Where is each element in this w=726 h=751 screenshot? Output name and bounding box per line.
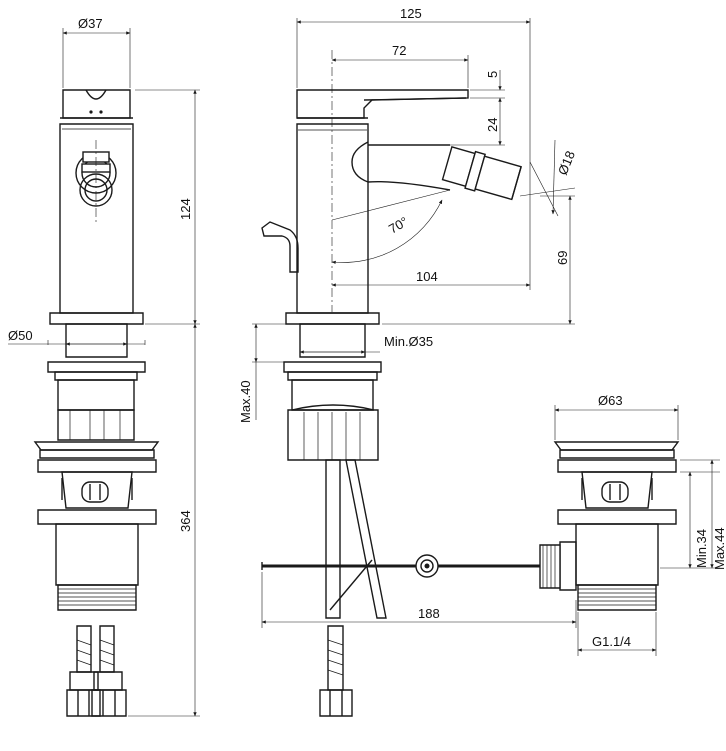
dim-diameter-37: Ø37 (78, 16, 103, 31)
front-view (261, 50, 540, 717)
dim-height-24: 24 (485, 118, 500, 132)
waste-drain-view (539, 441, 680, 611)
dim-width-72: 72 (392, 43, 406, 58)
dim-min-diameter-35: Min.Ø35 (384, 334, 433, 349)
side-view-dimensions: Ø37 Ø50 124 364 (8, 16, 200, 717)
dim-diameter-18: Ø18 (555, 149, 578, 177)
dim-width-125: 125 (400, 6, 422, 21)
dim-height-364: 364 (178, 510, 193, 532)
dim-width-188: 188 (418, 606, 440, 621)
dim-diameter-50: Ø50 (8, 328, 33, 343)
dim-gap-5: 5 (485, 71, 500, 78)
dim-height-124: 124 (178, 198, 193, 220)
dim-max-44: Max.44 (712, 527, 726, 570)
dim-max-40: Max.40 (238, 380, 253, 423)
dim-thread-g114: G1.1/4 (592, 634, 631, 649)
dim-height-69: 69 (555, 251, 570, 265)
dim-angle-70: 70° (386, 214, 411, 237)
dim-width-104: 104 (416, 269, 438, 284)
side-view (33, 89, 160, 717)
front-view-dimensions: 125 72 5 24 Ø18 70° 104 69 Min.Ø35 (238, 6, 726, 656)
dim-min-34: Min.34 (694, 529, 709, 568)
dim-diameter-63: Ø63 (598, 393, 623, 408)
